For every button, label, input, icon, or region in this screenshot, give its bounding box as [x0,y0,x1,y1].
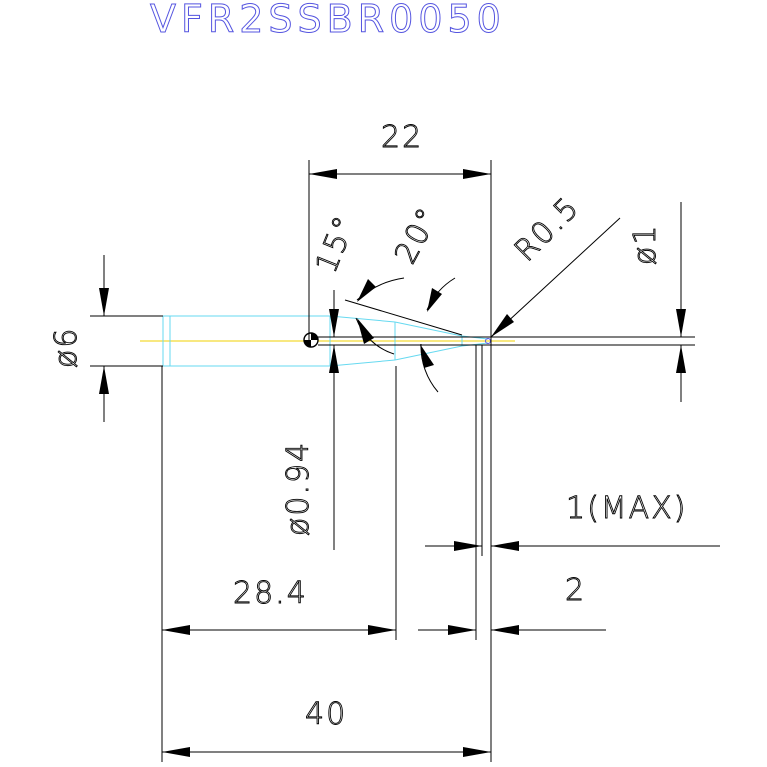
dim-overall-length: 40 [162,697,491,757]
neck-length-label: 22 [381,120,423,155]
dim-tip-diameter: ø1 [628,202,686,402]
extension-lines [90,160,695,762]
tip-diameter-label: ø1 [628,224,663,265]
datum-symbol [303,332,319,348]
max-tolerance-label: 1(MAX) [566,491,687,526]
drawing-title: VFR2SSBR0050 [150,0,506,41]
dim-neck-length: 22 [309,120,491,179]
tip-length-label: 2 [565,573,586,608]
dim-max-tolerance: 1(MAX) [425,491,720,551]
shank-diameter-label: ø6 [49,327,84,368]
dim-flute-length: 28.4 [162,576,396,635]
dim-tip-length: 2 [418,573,606,635]
dim-shank-diameter: ø6 [49,255,109,422]
neck-diameter-label: ø0.94 [281,441,316,536]
overall-length-label: 40 [305,697,347,732]
flute-length-label: 28.4 [233,576,308,611]
dim-neck-diameter: ø0.94 [281,290,339,550]
